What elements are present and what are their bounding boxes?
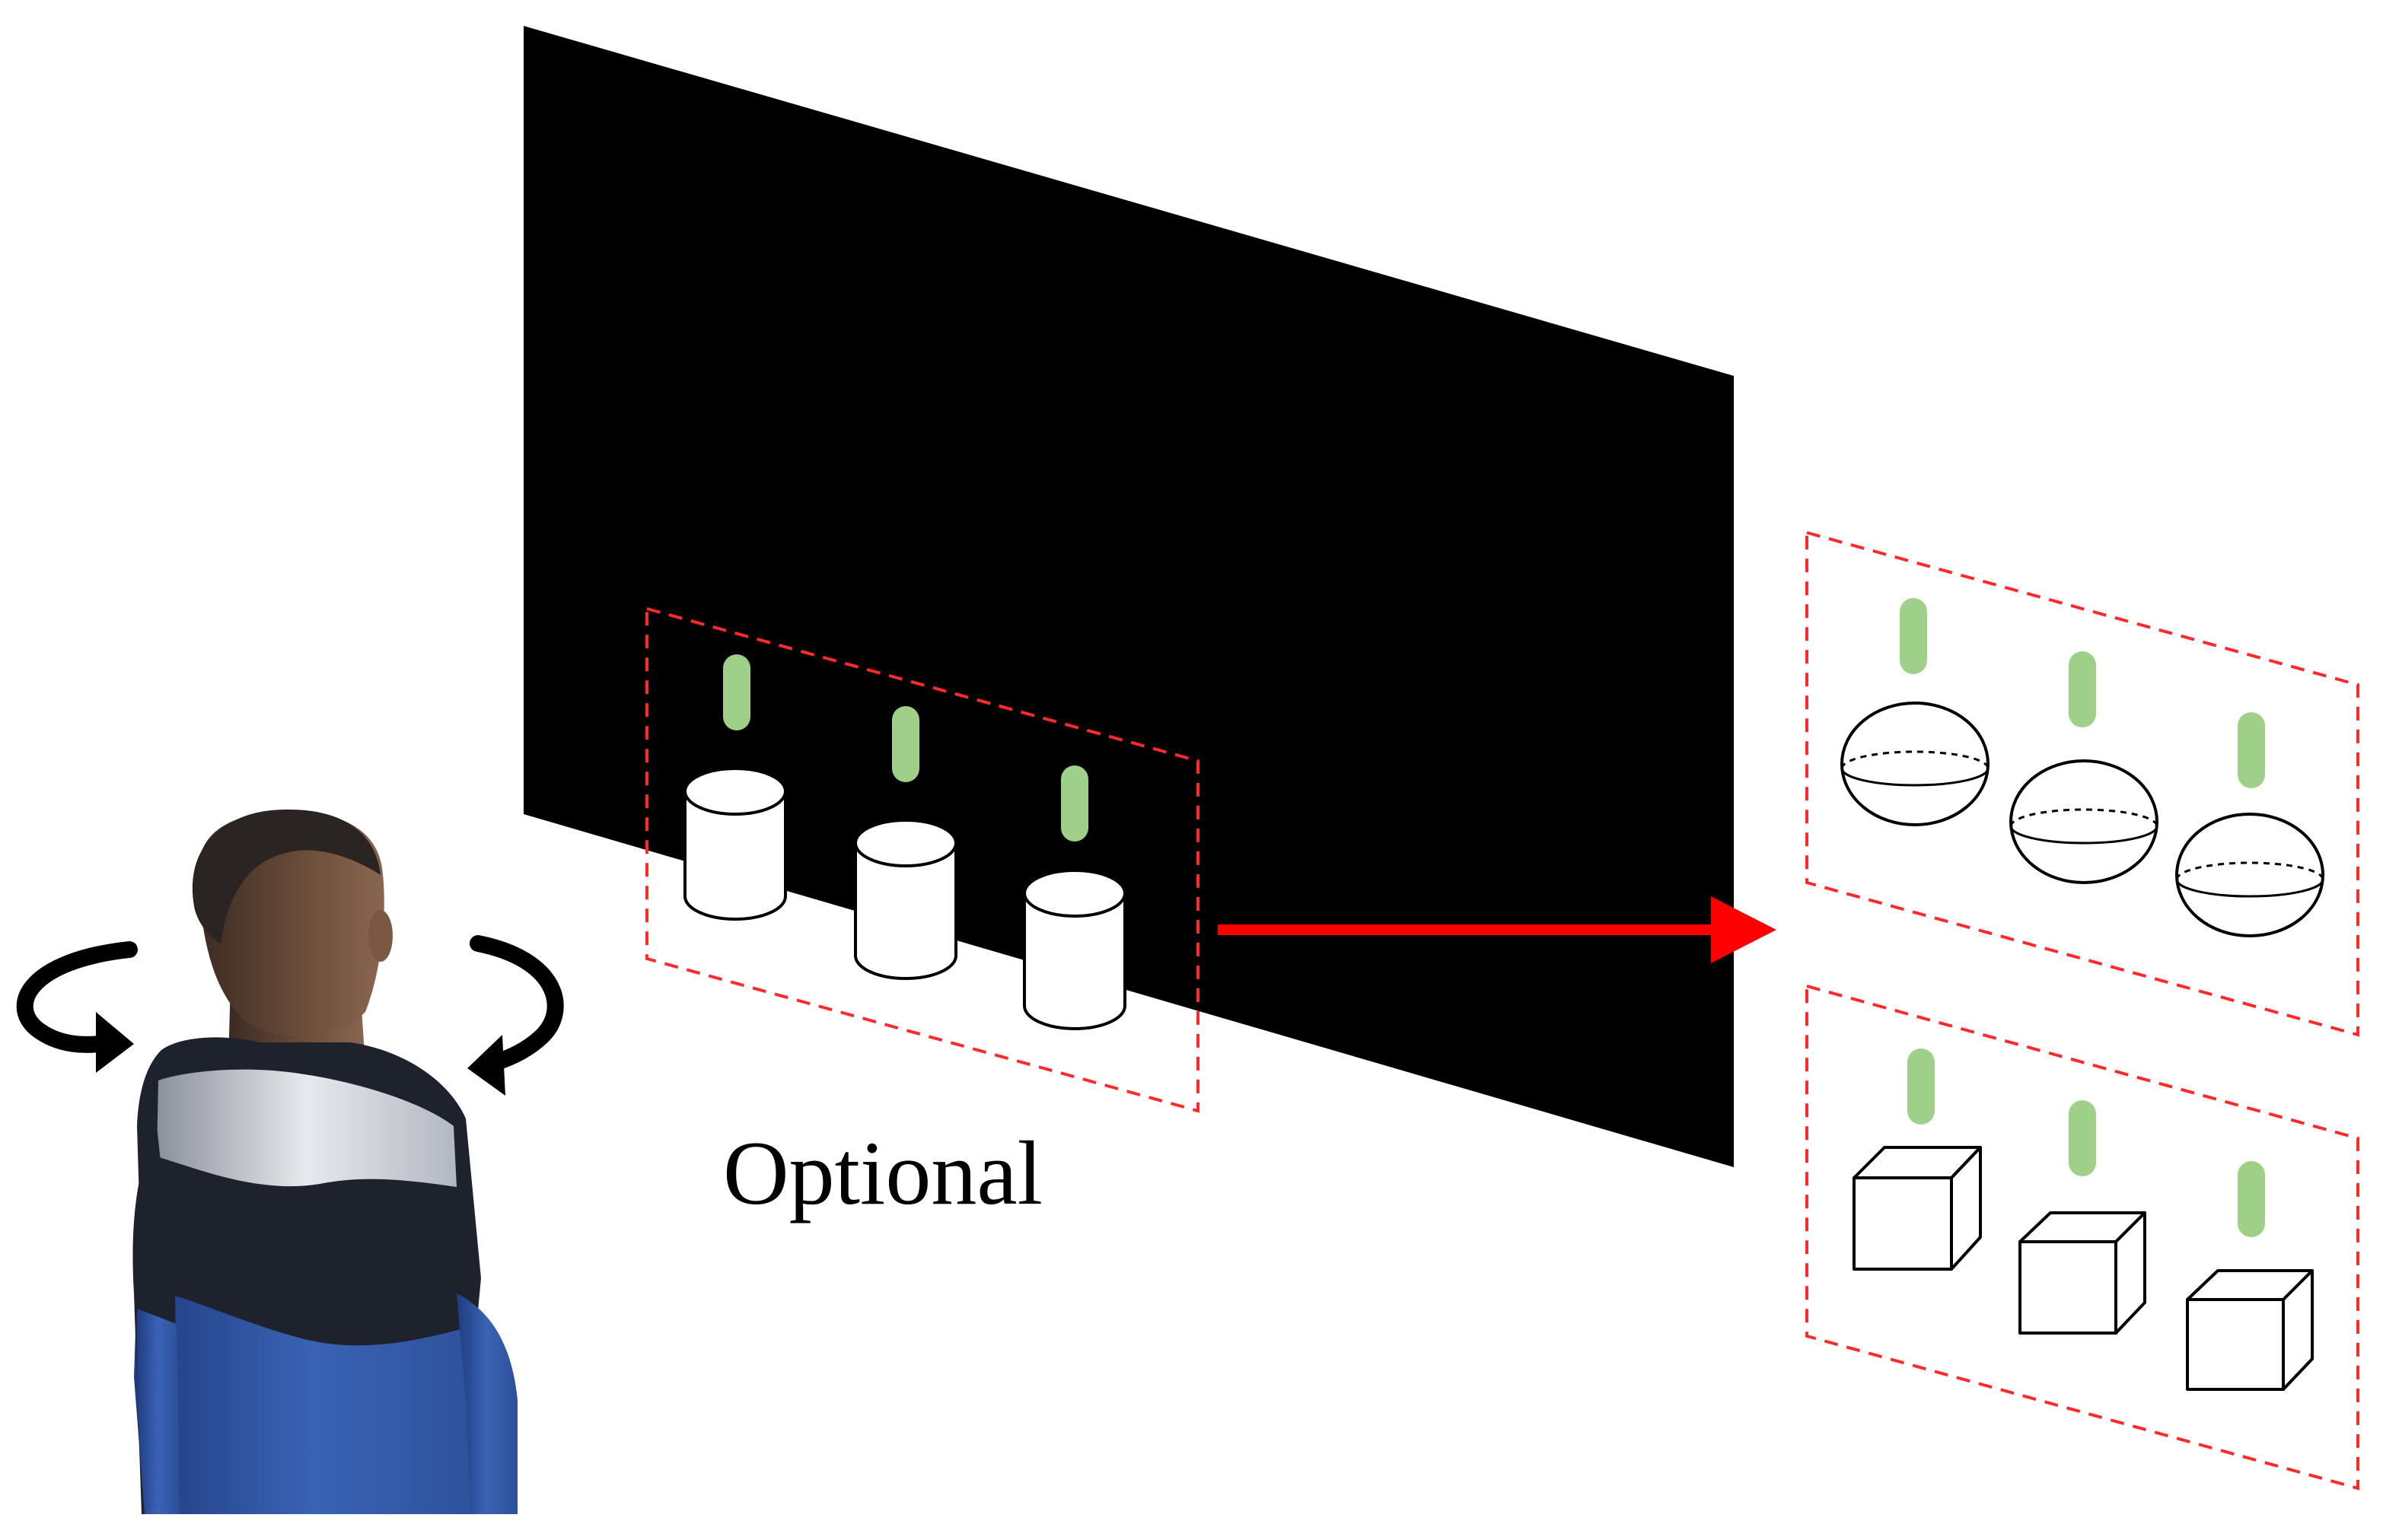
marker-icon: [2238, 712, 2265, 788]
cube-icon: [1853, 1146, 1982, 1271]
cylinder-icon: [854, 843, 957, 980]
marker-icon: [2238, 1161, 2265, 1237]
projection-wall: [524, 26, 1734, 1167]
sphere-icon: [2009, 759, 2158, 884]
marker-icon: [1900, 598, 1927, 674]
rotate-right-arrow-icon: [467, 935, 564, 1096]
cylinder-object-3: [1023, 765, 1126, 1030]
optional-label: Optional: [723, 1122, 1043, 1223]
cylinder-object-1: [683, 654, 787, 921]
marker-icon: [2069, 651, 2096, 727]
cube-object-3: [2186, 1161, 2314, 1391]
cylinder-icon: [1023, 893, 1126, 1030]
sphere-icon: [1840, 702, 1990, 826]
cylinder-icon: [683, 791, 787, 921]
marker-icon: [1061, 765, 1088, 842]
person-figure: [132, 809, 518, 1514]
cube-object-1: [1853, 1048, 1982, 1271]
highlight-frame-cylinders: [645, 606, 1199, 1113]
marker-icon: [1907, 1048, 1935, 1125]
sphere-object-3: [2175, 712, 2324, 937]
cube-icon: [2186, 1269, 2314, 1391]
alternative-frame-spheres: [1805, 530, 2359, 1037]
sphere-object-2: [2009, 651, 2158, 884]
cube-object-2: [2018, 1100, 2146, 1335]
cylinder-object-2: [854, 706, 957, 980]
transition-arrow: [1218, 896, 1776, 963]
alternative-frame-cubes: [1805, 984, 2359, 1491]
sphere-icon: [2175, 813, 2324, 937]
marker-icon: [2069, 1100, 2096, 1176]
sphere-object-1: [1840, 598, 1990, 826]
marker-icon: [892, 706, 919, 782]
cube-icon: [2018, 1211, 2146, 1335]
marker-icon: [723, 654, 750, 730]
rotate-left-arrow-icon: [16, 941, 138, 1073]
